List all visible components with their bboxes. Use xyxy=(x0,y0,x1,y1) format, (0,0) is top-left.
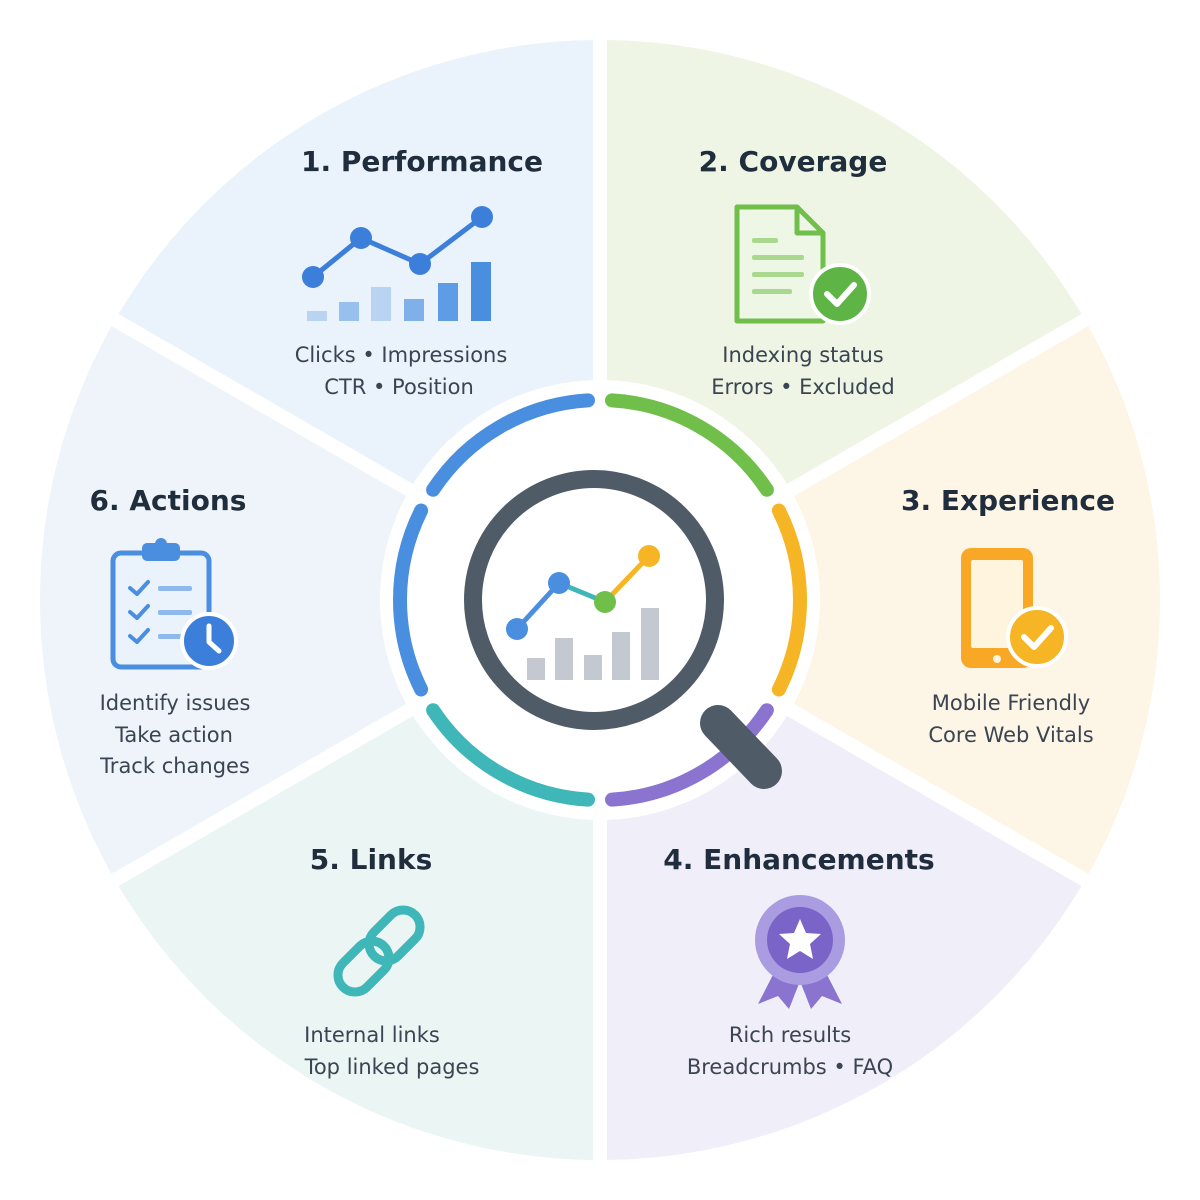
segment-coverage: 2. Coverage Indexing status Errors • Exc… xyxy=(699,145,895,399)
segment-title: 3. Experience xyxy=(901,484,1115,517)
segment-detail-line: Errors • Excluded xyxy=(711,375,894,399)
segment-performance: 1. Performance Clicks • Impressions CTR … xyxy=(295,145,543,399)
segment-title: 5. Links xyxy=(310,843,433,876)
magnifier-analytics-icon xyxy=(464,470,782,789)
segment-experience: 3. Experience Mobile Friendly Core Web V… xyxy=(901,484,1115,747)
segment-title: 1. Performance xyxy=(301,145,543,178)
segment-detail-line: Track changes xyxy=(99,754,250,778)
ring-arc-enhancements xyxy=(604,703,774,807)
document-check-icon xyxy=(734,204,871,325)
segment-actions: 6. Actions Identify issues Take action T… xyxy=(90,484,251,778)
segment-detail-line: Top linked pages xyxy=(304,1055,480,1079)
segment-title: 4. Enhancements xyxy=(663,843,934,876)
segment-enhancements: 4. Enhancements Rich results Breadcrumbs… xyxy=(663,843,934,1079)
ring-arc-performance xyxy=(426,393,596,497)
award-badge-icon xyxy=(755,895,845,1009)
segment-detail-line: Take action xyxy=(114,723,233,747)
chain-link-icon xyxy=(333,905,425,997)
segment-detail-line: Internal links xyxy=(304,1023,440,1047)
segment-detail-line: CTR • Position xyxy=(324,375,474,399)
segment-detail-line: Core Web Vitals xyxy=(928,723,1093,747)
wedge-links xyxy=(118,716,594,1160)
mobile-check-icon xyxy=(961,548,1068,668)
ring-arc-experience xyxy=(771,503,807,697)
segment-detail-line: Indexing status xyxy=(722,343,884,367)
segment-detail-line: Breadcrumbs • FAQ xyxy=(687,1055,893,1079)
wedge-actions xyxy=(39,326,407,874)
segment-title: 6. Actions xyxy=(90,484,247,517)
segment-links: 5. Links Internal links Top linked pages xyxy=(304,843,480,1079)
segment-title: 2. Coverage xyxy=(699,145,888,178)
ring-arc-links xyxy=(426,703,596,807)
wedge-coverage xyxy=(606,40,1082,484)
segment-detail-line: Rich results xyxy=(729,1023,851,1047)
ring-arc-coverage xyxy=(604,393,774,497)
segment-detail-line: Mobile Friendly xyxy=(932,691,1090,715)
segment-detail-line: Identify issues xyxy=(100,691,251,715)
clipboard-checklist-icon xyxy=(110,538,238,670)
line-bar-chart-icon xyxy=(302,206,493,321)
center-ring xyxy=(393,393,807,807)
segment-detail-line: Clicks • Impressions xyxy=(295,343,508,367)
wedge-performance xyxy=(118,40,594,484)
ring-arc-actions xyxy=(393,503,429,697)
